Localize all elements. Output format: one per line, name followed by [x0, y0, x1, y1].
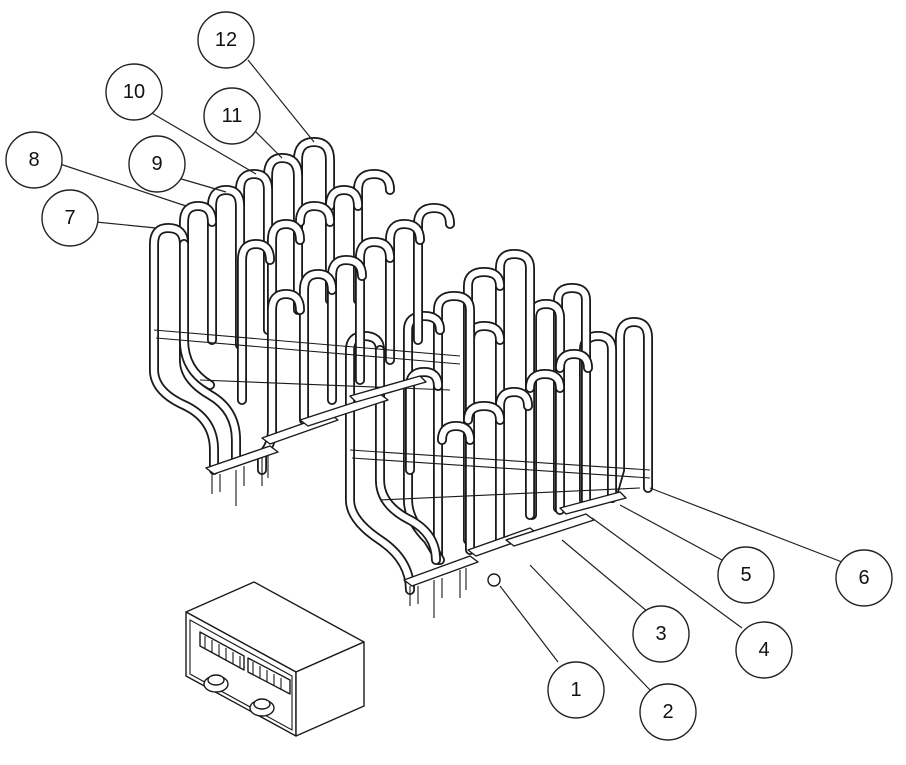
cable-gland-right	[249, 698, 275, 717]
front-heating-element-bank	[345, 249, 653, 618]
callout-3-label: 3	[655, 623, 666, 645]
callout-9: 9	[128, 135, 186, 193]
callout-6: 6	[835, 549, 893, 607]
rear-heating-element-bank	[149, 137, 461, 506]
callout-10: 10	[105, 63, 163, 121]
callout-7: 7	[41, 189, 99, 247]
front-bank-support-bars	[349, 449, 651, 501]
callout-3: 3	[632, 605, 690, 663]
cable-gland-left	[203, 674, 229, 693]
callout-12-label: 12	[215, 29, 237, 51]
terminal-block-right	[247, 657, 291, 695]
terminal-box	[185, 581, 365, 737]
heating-element-11	[263, 153, 425, 365]
callout-8: 8	[5, 131, 63, 189]
heating-element-6	[579, 317, 653, 505]
callout-11: 11	[203, 87, 261, 145]
callout-5-label: 5	[740, 564, 751, 586]
callout-4-label: 4	[758, 639, 769, 661]
callout-4: 4	[735, 621, 793, 679]
callout-9-label: 9	[151, 153, 162, 175]
rear-bank-terminals	[205, 375, 427, 506]
callout-11-label: 11	[222, 105, 243, 127]
callout-1: 1	[547, 661, 605, 719]
heating-element-2	[463, 267, 533, 545]
terminal-box-side	[295, 641, 365, 737]
terminal-block-left	[199, 631, 245, 671]
callout-5: 5	[717, 546, 775, 604]
callout-1-label: 1	[570, 679, 581, 701]
callout-2-label: 2	[662, 701, 673, 723]
callout-10-label: 10	[123, 81, 145, 103]
front-bank-terminals	[403, 491, 627, 618]
callout-6-label: 6	[858, 567, 869, 589]
callout-12: 12	[197, 11, 255, 69]
rear-bank-support-bars	[153, 329, 461, 391]
heating-element-3	[495, 249, 565, 525]
callout-8-label: 8	[28, 149, 39, 171]
callouts: 1 2 3 4 5 6 7 8	[5, 11, 893, 741]
heating-element-5	[553, 283, 591, 513]
callout-7-label: 7	[64, 207, 75, 229]
front-bank-outer-loops	[345, 311, 475, 595]
callout-2: 2	[639, 683, 697, 741]
callout-leaders	[53, 59, 843, 691]
